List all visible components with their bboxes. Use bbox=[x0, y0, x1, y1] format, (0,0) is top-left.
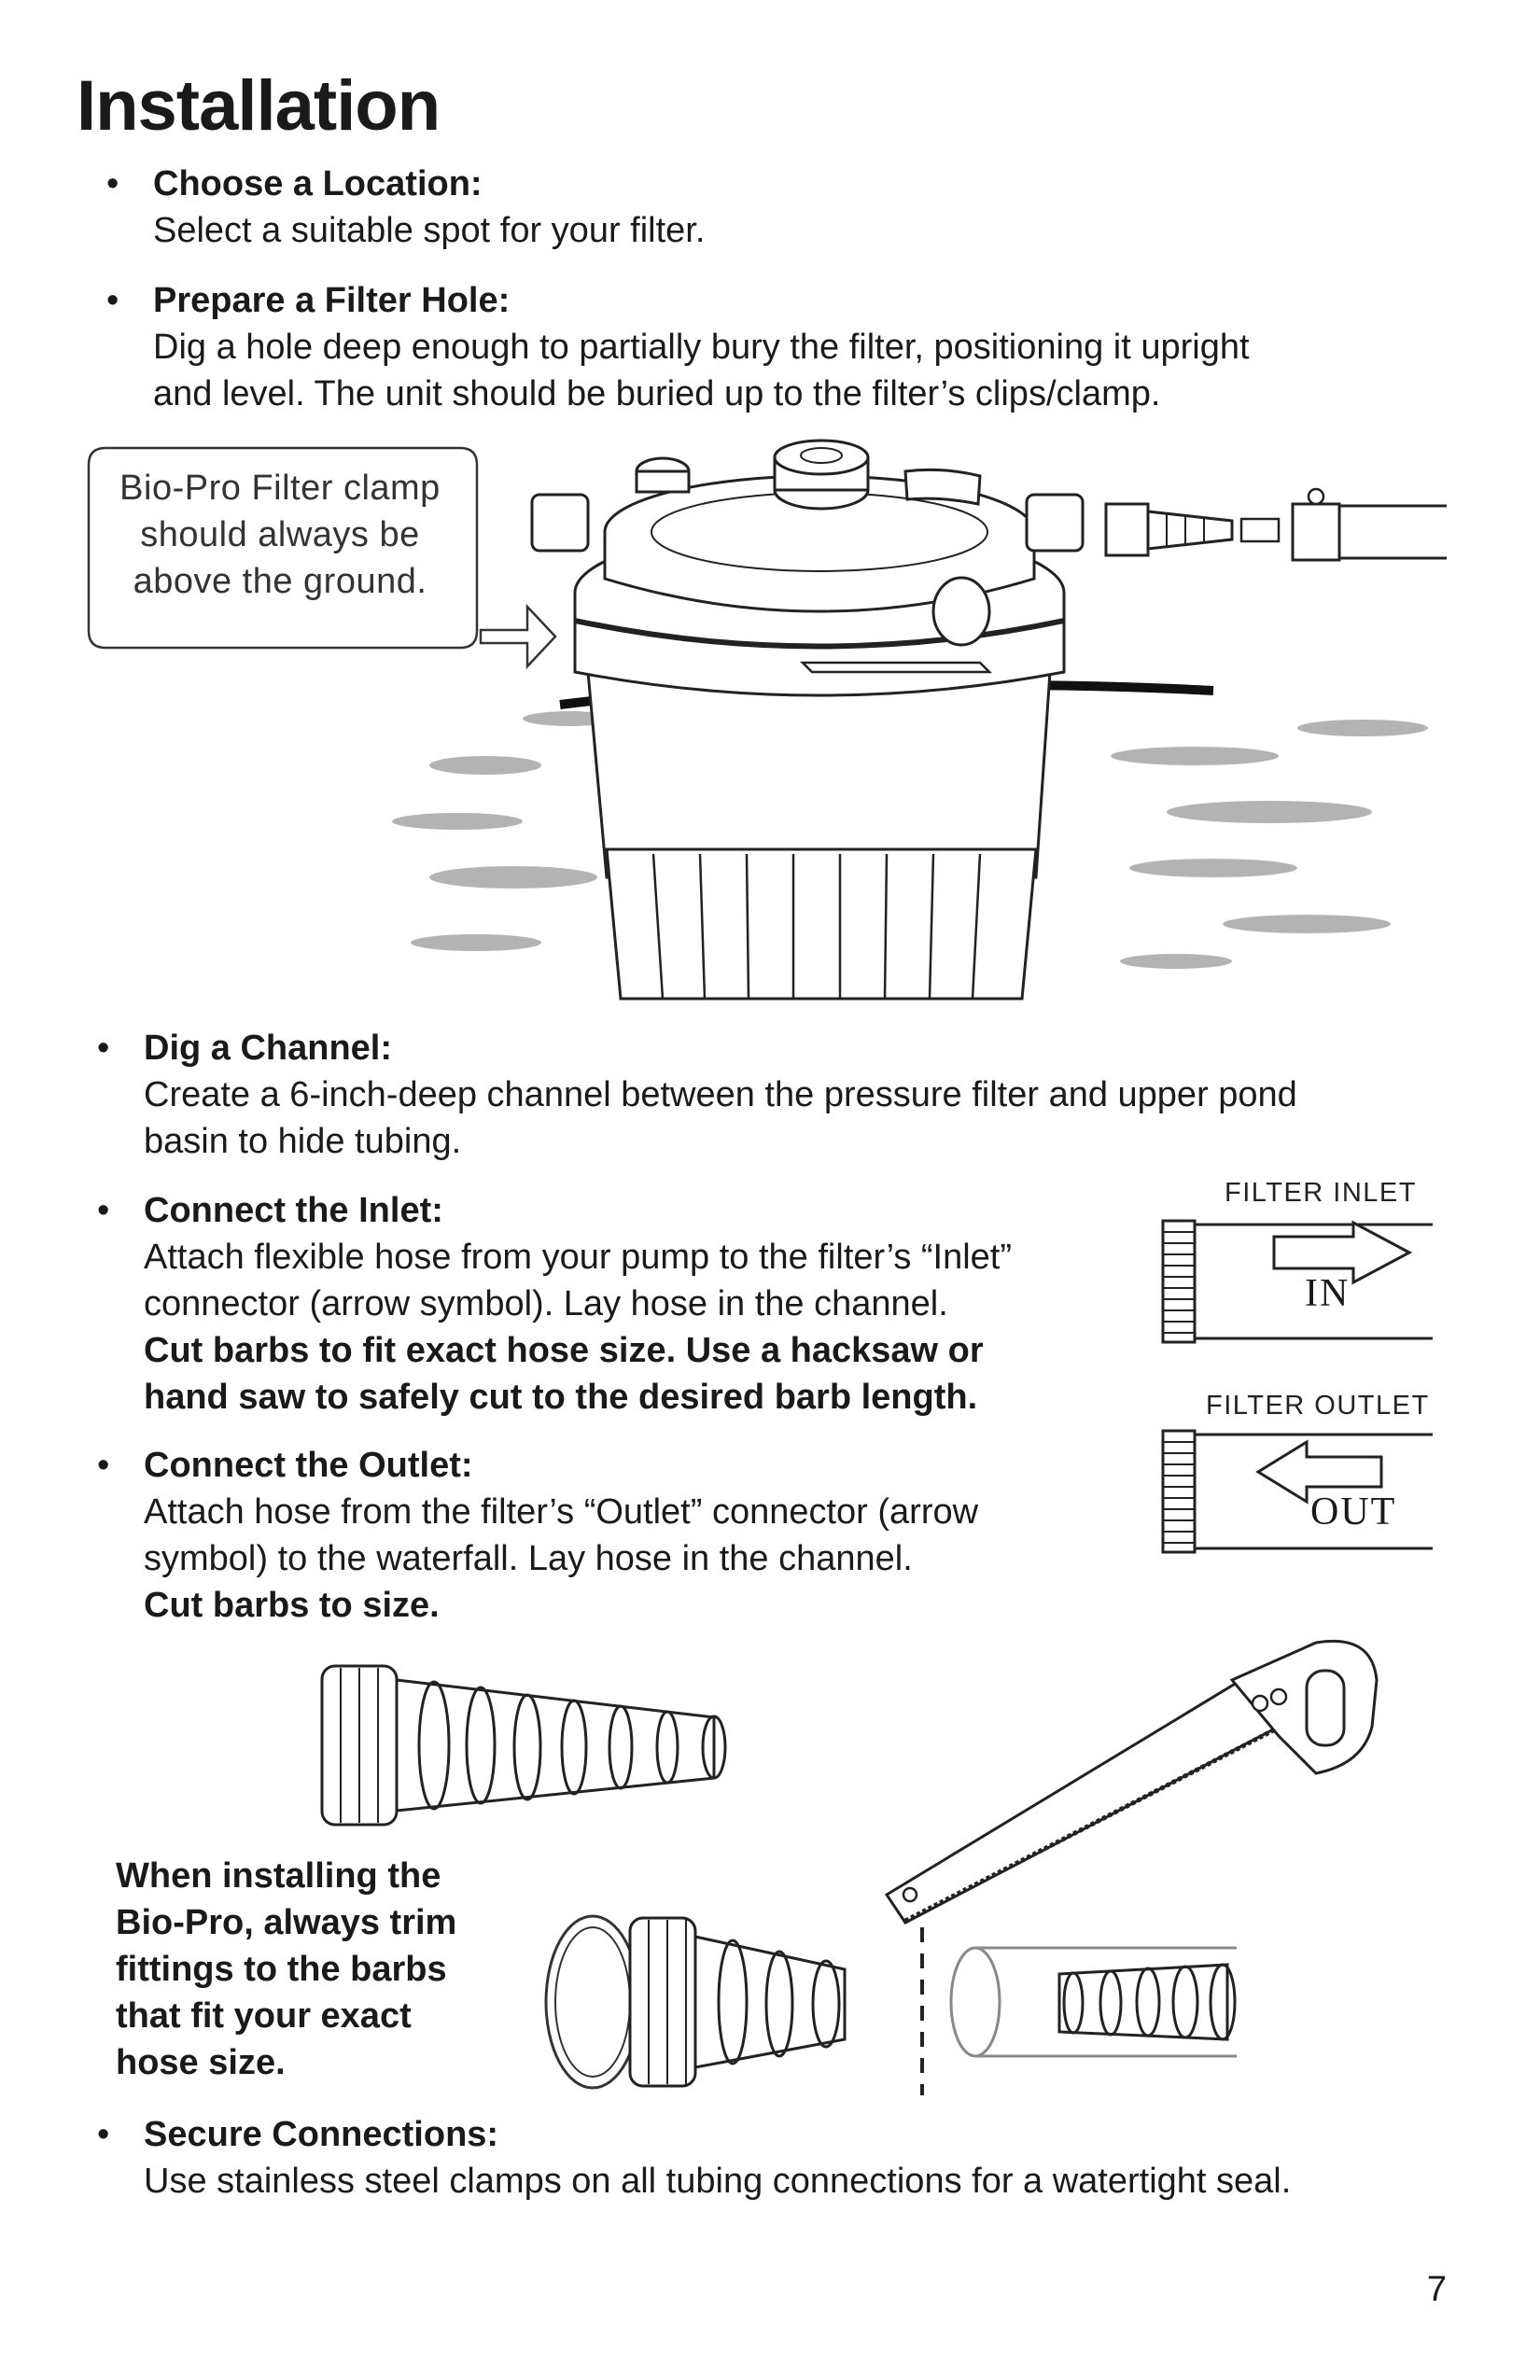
callout-line: should always be bbox=[140, 515, 420, 554]
step-dig-channel: • Dig a Channel: Create a 6-inch-deep ch… bbox=[97, 1025, 1297, 1165]
step-body: and level. The unit should be buried up … bbox=[153, 374, 1161, 413]
trim-parts-illustration bbox=[544, 1914, 1237, 2095]
filter-inlet-label: FILTER INLET bbox=[1225, 1178, 1417, 1208]
step-body: Create a 6-inch-deep channel between the… bbox=[144, 1075, 1297, 1114]
hose-tube-icon bbox=[949, 1946, 1001, 2058]
step-heading: Dig a Channel: bbox=[144, 1029, 393, 1068]
page-number: 7 bbox=[1426, 2270, 1447, 2309]
inlet-mark: IN bbox=[1305, 1272, 1351, 1315]
step-body: Dig a hole deep enough to partially bury… bbox=[153, 328, 1250, 367]
hose-barb-fitting-icon bbox=[320, 1664, 727, 1827]
outlet-connector-icon bbox=[1161, 1429, 1433, 1554]
trim-note: When installing the Bio-Pro, always trim… bbox=[116, 1853, 517, 2086]
step-body: Attach flexible hose from your pump to t… bbox=[144, 1238, 1013, 1277]
step-body: Use stainless steel clamps on all tubing… bbox=[144, 2162, 1292, 2201]
filter-illustration bbox=[392, 439, 1447, 1001]
step-body: symbol) to the waterfall. Lay hose in th… bbox=[144, 1539, 913, 1578]
step-heading: Connect the Outlet: bbox=[144, 1446, 473, 1485]
step-heading: Connect the Inlet: bbox=[144, 1191, 443, 1230]
filter-outlet-label: FILTER OUTLET bbox=[1206, 1391, 1430, 1421]
step-body: connector (arrow symbol). Lay hose in th… bbox=[144, 1284, 948, 1323]
step-body: Select a suitable spot for your filter. bbox=[153, 211, 706, 250]
step-heading: Prepare a Filter Hole: bbox=[153, 281, 511, 320]
page-title: Installation bbox=[77, 66, 441, 146]
step-heading: Choose a Location: bbox=[153, 164, 483, 203]
bullet: • bbox=[106, 164, 119, 203]
bullet: • bbox=[97, 1446, 110, 1485]
trim-note-line: When installing the bbox=[116, 1856, 441, 1896]
callout-bubble bbox=[87, 446, 479, 650]
step-warning: Cut barbs to fit exact hose size. Use a … bbox=[144, 1331, 984, 1370]
trim-note-line: hose size. bbox=[116, 2043, 286, 2082]
step-secure-connections: • Secure Connections: Use stainless stee… bbox=[97, 2111, 1292, 2205]
bullet: • bbox=[106, 281, 119, 320]
callout-text: Bio-Pro Filter clamp should always be ab… bbox=[93, 465, 467, 605]
hand-saw-icon bbox=[884, 1639, 1379, 1925]
o-ring-icon bbox=[544, 1914, 641, 2090]
step-body: basin to hide tubing. bbox=[144, 1122, 462, 1161]
step-warning: Cut barbs to size. bbox=[144, 1586, 440, 1625]
step-body: Attach hose from the filter’s “Outlet” c… bbox=[144, 1492, 979, 1532]
step-heading: Secure Connections: bbox=[144, 2115, 499, 2154]
inlet-connector-icon bbox=[1161, 1219, 1433, 1344]
step-connect-inlet: • Connect the Inlet: Attach flexible hos… bbox=[97, 1187, 1013, 1421]
step-choose-location: • Choose a Location: Select a suitable s… bbox=[106, 161, 706, 254]
step-prepare-hole: • Prepare a Filter Hole: Dig a hole deep… bbox=[106, 277, 1250, 417]
trim-note-line: that fit your exact bbox=[116, 1996, 412, 2036]
bullet: • bbox=[97, 1029, 110, 1068]
step-warning: hand saw to safely cut to the desired ba… bbox=[144, 1378, 978, 1417]
step-connect-outlet: • Connect the Outlet: Attach hose from t… bbox=[97, 1442, 979, 1629]
callout-line: Bio-Pro Filter clamp bbox=[119, 469, 441, 508]
trim-note-line: Bio-Pro, always trim bbox=[116, 1903, 457, 1942]
bullet: • bbox=[97, 1191, 110, 1230]
outlet-mark: OUT bbox=[1310, 1491, 1397, 1533]
bullet: • bbox=[97, 2115, 110, 2154]
callout-line: above the ground. bbox=[133, 562, 427, 601]
trim-note-line: fittings to the barbs bbox=[116, 1950, 447, 1989]
